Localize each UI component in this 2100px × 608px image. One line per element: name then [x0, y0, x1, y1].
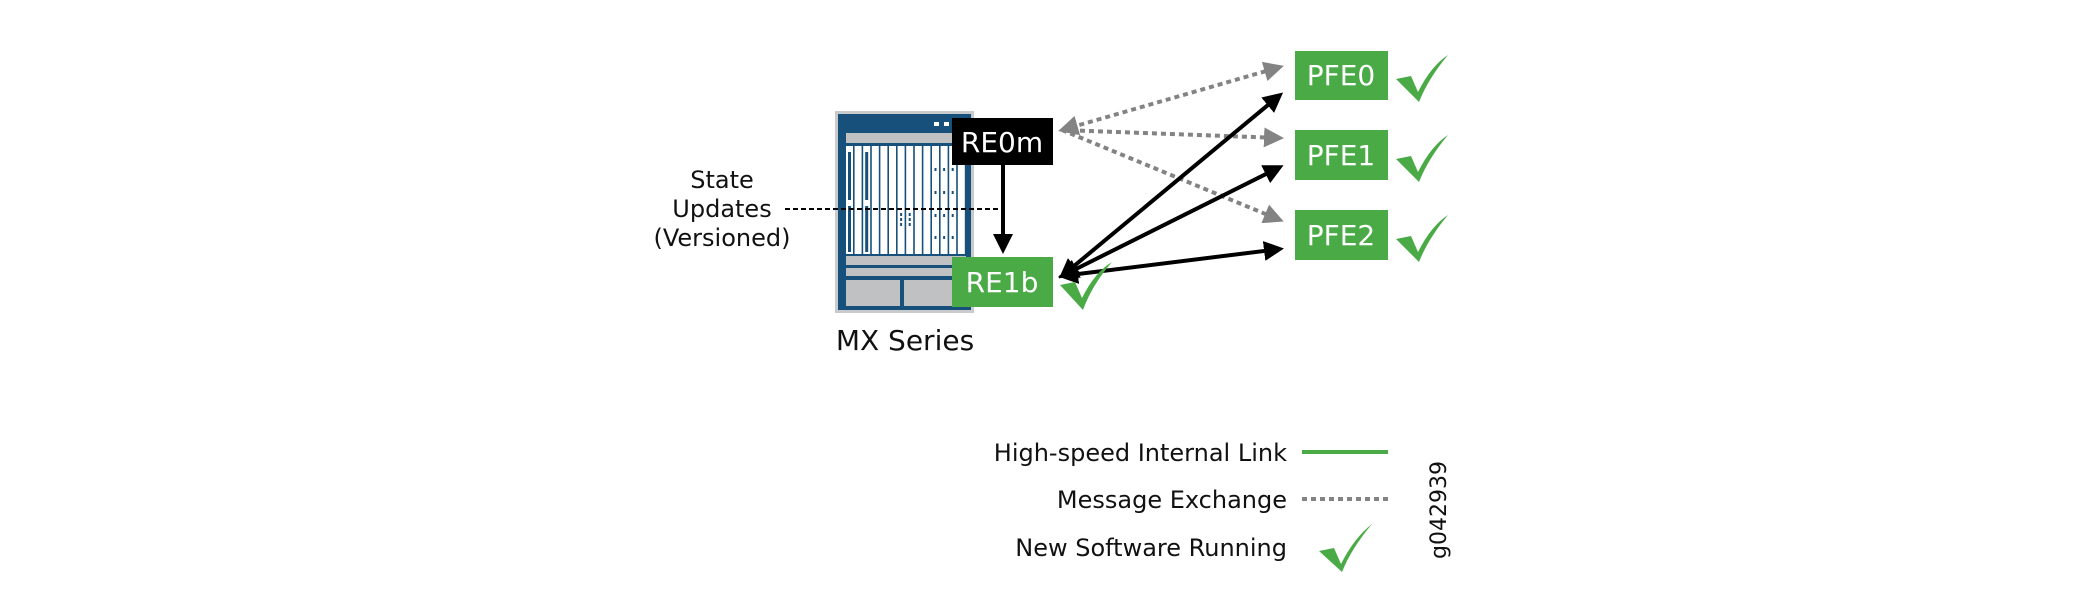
slot-dot: [943, 168, 946, 171]
message-arrow-pfe1: [1061, 127, 1284, 148]
slot-dot: [951, 214, 954, 217]
chassis-slot: [940, 146, 948, 254]
state-updates-label: State Updates (Versioned): [654, 166, 791, 252]
chassis-bar: [846, 256, 966, 265]
re0m-box: RE0m: [952, 118, 1053, 165]
state-updates-line3: (Versioned): [654, 224, 791, 252]
re1b-check-icon: [1060, 262, 1112, 310]
chassis-slot: [897, 146, 905, 254]
slot-dot: [900, 213, 903, 216]
message-exchange-arrows: [1058, 61, 1284, 224]
chassis-slot: [880, 146, 888, 254]
slot-dot: [908, 218, 911, 221]
legend-label-message-exchange: Message Exchange: [1057, 486, 1287, 514]
platform-label: MX Series: [836, 324, 974, 357]
slot-dot: [934, 236, 937, 239]
chassis-drawer: [846, 280, 900, 306]
slot-dot: [943, 236, 946, 239]
re0m-rect: [952, 118, 1053, 165]
state-updates-line1: State: [690, 166, 754, 194]
slot-dot: [934, 191, 937, 194]
internal-link-arrows: [1058, 92, 1284, 284]
chassis-slot: [906, 146, 914, 254]
chassis-slot: [923, 146, 931, 254]
pfe1-check-icon: [1396, 135, 1448, 182]
pfe2-check-icon: [1396, 215, 1448, 262]
slot-dot: [934, 214, 937, 217]
pfe2-label: PFE2: [1307, 219, 1376, 252]
slot-detail: [865, 152, 869, 200]
legend-check-icon: [1319, 524, 1372, 572]
re0m-label: RE0m: [961, 126, 1043, 159]
pfe1-rect: [1295, 130, 1388, 180]
state-updates-line2: Updates: [672, 195, 771, 223]
slot-dot: [951, 168, 954, 171]
slot-dot: [900, 223, 903, 226]
chassis-slot: [949, 146, 957, 254]
slot-dot: [908, 213, 911, 216]
slot-dot: [908, 223, 911, 226]
pfe0-check-icon: [1396, 55, 1448, 102]
slot-dot: [951, 236, 954, 239]
slot-detail: [848, 206, 851, 252]
chassis-slot: [871, 146, 879, 254]
figure-id: g042939: [1427, 461, 1452, 559]
slot-dot: [951, 191, 954, 194]
pfe0-label: PFE0: [1307, 59, 1376, 92]
chassis-slot: [957, 146, 965, 254]
slot-detail: [848, 152, 851, 200]
pfe1-box: PFE1: [1295, 130, 1388, 180]
re1b-label: RE1b: [966, 266, 1039, 299]
chassis-slots: [846, 146, 965, 254]
chassis-slot: [889, 146, 896, 254]
mx-series-chassis: [835, 111, 974, 313]
legend: High-speed Internal Link Message Exchang…: [994, 439, 1388, 572]
slot-detail: [865, 206, 869, 252]
chassis-led: [934, 122, 939, 126]
legend-label-internal-link: High-speed Internal Link: [994, 439, 1287, 467]
slot-dot: [934, 168, 937, 171]
re1b-rect: [952, 257, 1053, 307]
chassis-top-bar: [846, 133, 966, 143]
link-arrow-pfe2: [1058, 241, 1284, 284]
message-arrow-pfe2: [1061, 128, 1284, 224]
re1b-box: RE1b: [952, 257, 1053, 307]
pfe2-rect: [1295, 210, 1388, 260]
chassis-slot: [914, 146, 922, 254]
pfe2-box: PFE2: [1295, 210, 1388, 260]
slot-dot: [943, 214, 946, 217]
chassis-slot: [854, 146, 862, 254]
slot-dot: [900, 218, 903, 221]
legend-label-new-software: New Software Running: [1015, 534, 1287, 562]
chassis-bar: [846, 268, 966, 276]
pfe1-label: PFE1: [1307, 139, 1376, 172]
pfe0-box: PFE0: [1295, 51, 1388, 100]
chassis-led: [944, 122, 949, 126]
slot-dot: [943, 191, 946, 194]
pfe0-rect: [1295, 51, 1388, 100]
chassis-slot: [932, 146, 939, 254]
